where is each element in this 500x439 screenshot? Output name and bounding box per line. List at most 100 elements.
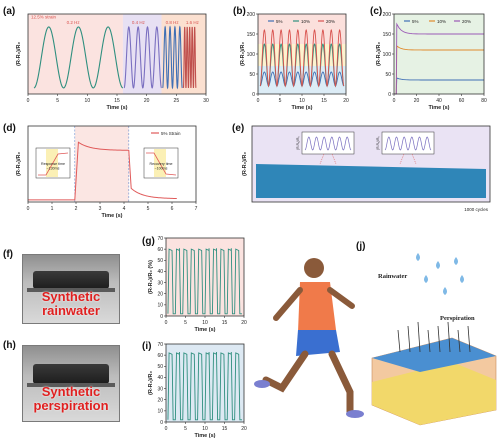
annotation: 0.2 Hz	[67, 20, 81, 25]
runner-shoe	[346, 410, 364, 418]
hair	[427, 329, 431, 353]
inset-early-line	[304, 136, 352, 151]
annotation: 1.6 Hz	[186, 20, 200, 25]
annotation: 12.5% strain	[31, 15, 57, 20]
x-tick-label-a: 0	[27, 98, 30, 104]
y-tick-label-c: 50	[385, 72, 391, 78]
panel-label-j: (j)	[356, 241, 365, 252]
x-tick-label-i: 10	[202, 426, 208, 432]
fat-layer	[372, 362, 496, 425]
x-tick-label-c: 20	[414, 98, 420, 104]
y-tick-label-g: 30	[157, 280, 163, 286]
rain-drop	[424, 275, 428, 283]
x-tick-label-g: 0	[165, 320, 168, 326]
y-tick-label-i: 40	[157, 375, 163, 381]
x-tick-label-c: 60	[459, 98, 465, 104]
legend-label: 20%	[462, 19, 471, 24]
y-tick-label-c: 100	[383, 52, 392, 58]
background-band	[258, 14, 346, 44]
y-tick-label-g: 0	[160, 314, 163, 320]
y-tick-label-c: 150	[383, 32, 392, 38]
series-line	[394, 22, 484, 95]
runner-head	[304, 258, 324, 278]
photo-caption-perspiration: Synthetic perspiration	[23, 385, 119, 413]
x-tick-label-d: 5	[147, 206, 150, 212]
runner-arm	[273, 287, 303, 321]
x-axis-label-c: Time (s)	[429, 105, 450, 111]
x-tick-label-c: 80	[481, 98, 487, 104]
series-line	[182, 26, 197, 89]
illustration-runner-skin	[254, 253, 497, 426]
y-axis-label-b: (R-R₀)/R₀	[240, 42, 246, 66]
panel-label-c: (c)	[370, 6, 382, 17]
series-line	[167, 248, 243, 315]
hair	[437, 325, 441, 353]
y-tick-label-b: 150	[247, 32, 256, 38]
x-tick-label-b: 5	[279, 98, 282, 104]
runner-shirt	[298, 282, 336, 332]
rain-drop	[460, 275, 464, 283]
y-tick-label-c: 200	[383, 12, 392, 18]
y-tick-label-b: 50	[249, 72, 255, 78]
series-line	[394, 45, 484, 95]
inset-late-ylabel: (R-R₀)/R₀	[376, 136, 380, 150]
legend-label: 5%	[276, 19, 283, 24]
series-line	[162, 25, 183, 90]
x-tick-label-d: 7	[195, 206, 198, 212]
annotation: 0.8 Hz	[166, 20, 180, 25]
panel-label-i: (i)	[142, 341, 151, 352]
legend-label: 10%	[301, 19, 310, 24]
y-tick-label-g: 10	[157, 303, 163, 309]
zoom-guide	[411, 153, 417, 165]
x-tick-label-d: 3	[99, 206, 102, 212]
label-rainwater: Rainwater	[378, 273, 407, 280]
y-tick-label-g: 70	[157, 236, 163, 242]
photo-synthetic-rainwater: Synthetic rainwater	[22, 254, 120, 324]
x-tick-label-a: 20	[144, 98, 150, 104]
hair	[397, 329, 401, 353]
panel-label-e: (e)	[232, 123, 244, 134]
cycles-area	[256, 164, 486, 198]
inset-response-label: Response time	[41, 162, 65, 166]
hair	[457, 329, 461, 353]
x-tick-label-a: 10	[85, 98, 91, 104]
panel-label-g: (g)	[142, 236, 155, 247]
x-tick-label-i: 5	[184, 426, 187, 432]
x-axis-label-a: Time (s)	[107, 105, 128, 111]
rain-drop	[416, 253, 420, 261]
x-tick-label-d: 4	[123, 206, 126, 212]
x-tick-label-d: 0	[27, 206, 30, 212]
inset-recovery-label: Recovery time	[150, 162, 173, 166]
zoom-guide	[331, 153, 337, 165]
zoom-guide	[319, 153, 325, 165]
y-tick-label-i: 60	[157, 353, 163, 359]
runner-shorts	[296, 330, 340, 356]
series-line	[33, 26, 124, 89]
y-tick-label-i: 50	[157, 364, 163, 370]
x-axis-label-e: 1000 cycles	[464, 207, 489, 212]
y-tick-label-c: 0	[388, 92, 391, 98]
y-tick-label-b: 100	[247, 52, 256, 58]
rain-drop	[454, 257, 458, 265]
test-rail	[26, 382, 116, 388]
x-tick-label-i: 15	[222, 426, 228, 432]
inset-response-line	[38, 152, 69, 176]
y-axis-label-c: (R-R₀)/R₀	[376, 42, 382, 66]
label-perspiration: Perspiration	[440, 315, 475, 322]
x-axis-label-b: Time (s)	[292, 105, 313, 111]
x-tick-label-d: 2	[75, 206, 78, 212]
legend-label: 10%	[437, 19, 446, 24]
x-tick-label-a: 5	[56, 98, 59, 104]
y-axis-label-g: (R-R₀)/R₀ (%)	[148, 260, 154, 294]
x-tick-label-g: 10	[202, 320, 208, 326]
x-tick-label-a: 25	[174, 98, 180, 104]
y-tick-label-b: 0	[252, 92, 255, 98]
photo-synthetic-perspiration: Synthetic perspiration	[22, 345, 120, 422]
hold-region	[74, 126, 129, 202]
annotation: 0.4 Hz	[132, 20, 146, 25]
x-tick-label-d: 1	[51, 206, 54, 212]
y-tick-label-i: 10	[157, 409, 163, 415]
inset-recovery-line	[146, 152, 177, 176]
x-tick-label-b: 15	[321, 98, 327, 104]
